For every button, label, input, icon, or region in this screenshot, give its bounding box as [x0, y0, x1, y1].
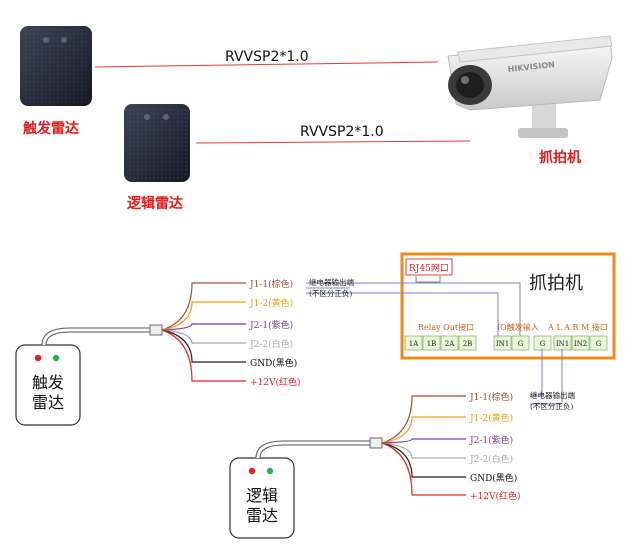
radar1-note-line2: (不区分正负)	[309, 288, 352, 298]
wire-0	[381, 395, 466, 444]
radar2-name-line2: 雷达	[246, 506, 278, 525]
logic-radar-photo	[124, 104, 190, 182]
wire-0	[161, 282, 246, 331]
panel-title: 抓拍机	[529, 273, 583, 294]
radar2-name-line1: 逻辑	[246, 486, 278, 505]
radar2-note-line2: (不区分正负)	[530, 401, 573, 411]
io-trigger-label: IO触发输入	[497, 322, 539, 332]
cable-line-1	[94, 61, 439, 68]
terminal-label: G	[518, 340, 524, 348]
alarm-label: A L A R M 接口	[547, 322, 608, 332]
radar1-wire-bundle: J1-1(棕色) J1-2(黄色) J2-1(紫色) J2-2(白色) GND(黑色) +…	[161, 278, 301, 388]
wire-label-3: J2-2(白色)	[249, 338, 293, 350]
camera-panel: RJ45网口 抓拍机 Relay Out接口 IO触发输入 A L A R M …	[400, 252, 616, 360]
cable-label-2: RVVSP2*1.0	[300, 124, 384, 140]
radar1-note-line1: 继电器输出端	[309, 277, 354, 287]
terminal-label: IN2	[574, 340, 587, 348]
camera-photo: HIKVISION	[447, 35, 613, 138]
terminal-block: 1A 1B 2A 2B IN1 G G IN1 IN2 G	[404, 335, 608, 351]
wire-5	[161, 329, 246, 382]
terminal-label: G	[596, 340, 602, 348]
radar2-device: 逻辑 雷达	[229, 437, 383, 539]
terminal-label: G	[540, 340, 546, 348]
terminal-in1-4	[493, 335, 512, 351]
radar2-note-line1: 继电器输出端	[530, 390, 575, 400]
radar1-name-line2: 雷达	[32, 393, 64, 412]
relay-out-label: Relay Out接口	[418, 322, 474, 332]
terminal-1a-0	[404, 335, 423, 351]
wire-3	[161, 329, 246, 344]
camera-label: 抓拍机	[539, 149, 581, 166]
cable-line-2	[195, 140, 471, 144]
radar1-name-line1: 触发	[32, 373, 64, 392]
terminal-label: 1A	[409, 340, 419, 348]
rj45-label: RJ45网口	[409, 263, 449, 274]
wire-label-5: +12V(红色)	[250, 376, 301, 388]
wire-5	[381, 442, 466, 496]
wire-label-3: J2-2(白色)	[469, 453, 513, 465]
wire-4	[381, 442, 466, 478]
wire-label-2: J2-1(紫色)	[249, 319, 293, 331]
wire-label-4: GND(黑色)	[470, 472, 517, 484]
terminal-2a-2	[440, 335, 459, 351]
logic-radar-label: 逻辑雷达	[127, 195, 183, 212]
wire-2	[161, 323, 246, 331]
wire-4	[161, 329, 246, 363]
terminal-label: 2B	[463, 340, 473, 348]
terminal-label: 2A	[445, 340, 455, 348]
radar2-wire-bundle: J1-1(棕色) J1-2(黄色) J2-1(紫色) J2-2(白色) GND(黑色) +…	[381, 391, 521, 502]
wire-2	[381, 438, 466, 444]
terminal-1b-1	[422, 335, 441, 351]
terminal-label: 1B	[427, 340, 437, 348]
wire-label-1: J1-2(黄色)	[249, 297, 293, 309]
wire-1	[161, 301, 246, 331]
wire-1	[381, 416, 466, 444]
wire-3	[381, 442, 466, 459]
terminal-label: IN1	[556, 340, 569, 348]
wire-label-5: +12V(红色)	[470, 490, 521, 502]
wire-label-0: J1-1(棕色)	[249, 278, 293, 290]
wire-label-0: J1-1(棕色)	[469, 391, 513, 403]
wire-label-4: GND(黑色)	[250, 357, 297, 369]
terminal-g-9	[589, 335, 608, 351]
radar1-device: 触发 雷达	[15, 324, 163, 426]
cable-label-1: RVVSP2*1.0	[225, 49, 309, 65]
wire-label-1: J1-2(黄色)	[469, 412, 513, 424]
trigger-radar-photo	[20, 26, 92, 106]
terminal-2b-3	[458, 335, 477, 351]
signal-connections	[306, 282, 563, 405]
terminal-label: IN1	[496, 340, 509, 348]
trigger-radar-label: 触发雷达	[22, 120, 79, 137]
wire-label-2: J2-1(紫色)	[469, 434, 513, 446]
terminal-in2-8	[571, 335, 590, 351]
